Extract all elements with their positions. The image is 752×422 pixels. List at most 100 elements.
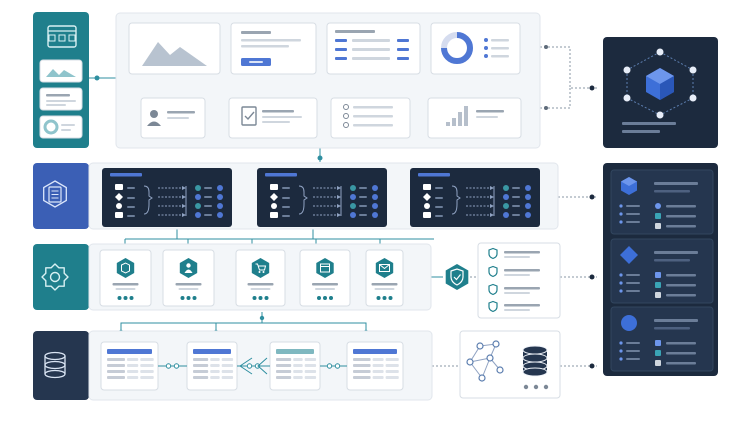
text-placeholder xyxy=(359,214,367,216)
table-cell xyxy=(293,370,303,373)
connector-dot xyxy=(589,274,595,280)
arrow-head xyxy=(490,195,494,199)
dark-card xyxy=(610,238,714,304)
status-dot xyxy=(264,296,269,300)
task-list-card xyxy=(330,97,411,139)
shield-icon xyxy=(488,300,498,313)
table-cell xyxy=(193,376,209,379)
pipeline-block xyxy=(257,168,387,227)
node-dot xyxy=(525,194,531,200)
graph-node xyxy=(689,66,697,74)
services-layer xyxy=(33,242,561,319)
text-placeholder xyxy=(626,274,640,276)
table-cell xyxy=(140,376,154,379)
text-placeholder xyxy=(654,327,690,330)
node-icon xyxy=(115,212,123,218)
connector-dot xyxy=(589,194,595,200)
table-cell xyxy=(353,370,371,373)
text-placeholder xyxy=(666,215,696,218)
arrow-head xyxy=(337,204,341,208)
status-dot xyxy=(329,296,333,300)
node-dot xyxy=(217,185,223,191)
connector-node xyxy=(246,363,253,369)
text-placeholder xyxy=(250,288,271,290)
arrow-head xyxy=(182,186,186,190)
text-placeholder xyxy=(262,110,294,113)
status-dot xyxy=(323,296,327,300)
table-cell xyxy=(221,376,234,379)
text-placeholder xyxy=(61,129,71,131)
table-cell xyxy=(276,358,292,361)
brace xyxy=(298,185,308,215)
text-placeholder xyxy=(359,205,367,207)
text-placeholder xyxy=(654,319,698,322)
table-cell xyxy=(293,364,303,367)
database-icon xyxy=(522,345,548,377)
connector-node xyxy=(173,363,180,369)
dashed-connector xyxy=(540,88,571,109)
list-bullet xyxy=(335,48,347,51)
status-dot xyxy=(258,296,263,300)
table-cell xyxy=(221,364,234,367)
text-placeholder xyxy=(282,187,290,189)
node-dot xyxy=(350,203,356,209)
text-placeholder xyxy=(626,290,640,292)
service-card xyxy=(162,249,215,307)
browser-window-icon xyxy=(48,34,56,42)
text-placeholder xyxy=(512,214,520,216)
dashed-connector xyxy=(540,46,597,89)
table-header xyxy=(107,349,152,354)
status-indicator xyxy=(655,282,661,288)
node-dot xyxy=(195,185,201,191)
text-placeholder xyxy=(626,358,640,360)
node-dot xyxy=(350,194,356,200)
check-circle-icon xyxy=(343,122,349,128)
brace xyxy=(451,185,461,215)
text-placeholder xyxy=(504,292,530,294)
table-cell xyxy=(372,358,384,361)
graph-node xyxy=(656,48,664,56)
text-placeholder xyxy=(626,342,640,344)
status-dot xyxy=(317,296,321,300)
arrow-head xyxy=(337,186,341,190)
text-placeholder xyxy=(626,205,640,207)
service-user-icon xyxy=(179,258,198,278)
graph-node xyxy=(689,94,697,102)
text-placeholder xyxy=(512,205,520,207)
status-indicator xyxy=(655,213,661,219)
text-placeholder xyxy=(127,187,135,189)
connector-node xyxy=(326,363,333,369)
text-placeholder xyxy=(353,115,393,118)
connector-dot xyxy=(259,315,265,321)
connector-dot xyxy=(94,75,100,81)
text-placeholder xyxy=(46,104,66,106)
text-placeholder xyxy=(282,197,290,199)
text-placeholder xyxy=(654,182,698,185)
arrow-head xyxy=(182,195,186,199)
branch-lines xyxy=(239,357,268,375)
text-placeholder xyxy=(435,215,443,217)
shield-icon xyxy=(488,247,498,260)
mail-icon xyxy=(379,264,390,270)
text-placeholder xyxy=(359,187,367,189)
node-dot xyxy=(195,203,201,209)
database-icon xyxy=(522,367,548,377)
connector-dot xyxy=(317,155,323,161)
text-placeholder xyxy=(352,48,390,51)
image-icon xyxy=(46,69,76,77)
table-cell xyxy=(107,376,125,379)
table-header xyxy=(353,349,397,354)
brace xyxy=(143,185,153,215)
text-placeholder xyxy=(476,116,498,118)
text-placeholder xyxy=(46,100,76,102)
table-cell xyxy=(107,364,125,367)
table-cell xyxy=(193,370,209,373)
node-icon xyxy=(270,184,278,190)
layer-sidebar xyxy=(33,244,89,310)
text-placeholder xyxy=(622,130,660,133)
user-icon xyxy=(150,110,158,118)
legend-dot xyxy=(484,46,488,50)
table-cell xyxy=(276,364,292,367)
bar-chart-card xyxy=(427,97,522,139)
